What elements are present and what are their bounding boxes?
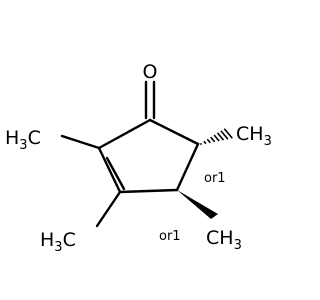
methyl-bottom-right-label: CH3	[206, 227, 242, 253]
bond-c3-methyl	[95, 190, 122, 228]
bond-c3-c4	[118, 188, 179, 194]
bond-c2-c3	[97, 146, 122, 194]
molecule-drawing: O H3C CH3 H3C CH3 or1 or1	[5, 61, 272, 255]
stereo-label-c5: or1	[204, 171, 226, 186]
ring-bonds	[97, 118, 200, 194]
oxygen-label: O	[143, 61, 158, 83]
solid-wedge-bond	[177, 190, 218, 219]
methyl-top-right-label: CH3	[236, 123, 272, 149]
bond-c4-c5	[175, 142, 200, 192]
stereo-label-c4: or1	[159, 229, 181, 244]
structure-canvas: O H3C CH3 H3C CH3 or1 or1	[5, 61, 272, 255]
bond-c1-c2	[97, 118, 152, 150]
carbonyl-bond	[144, 80, 156, 120]
methyl-top-left-label: H3C	[5, 127, 41, 153]
bond-c2-methyl	[60, 134, 101, 150]
methyl-bonds	[60, 134, 122, 228]
bond-c2-c3-inner	[105, 156, 126, 191]
methyl-bottom-left-label: H3C	[40, 229, 76, 255]
hashed-wedge-bond	[199, 128, 233, 146]
bond-c5-c1	[148, 118, 200, 146]
